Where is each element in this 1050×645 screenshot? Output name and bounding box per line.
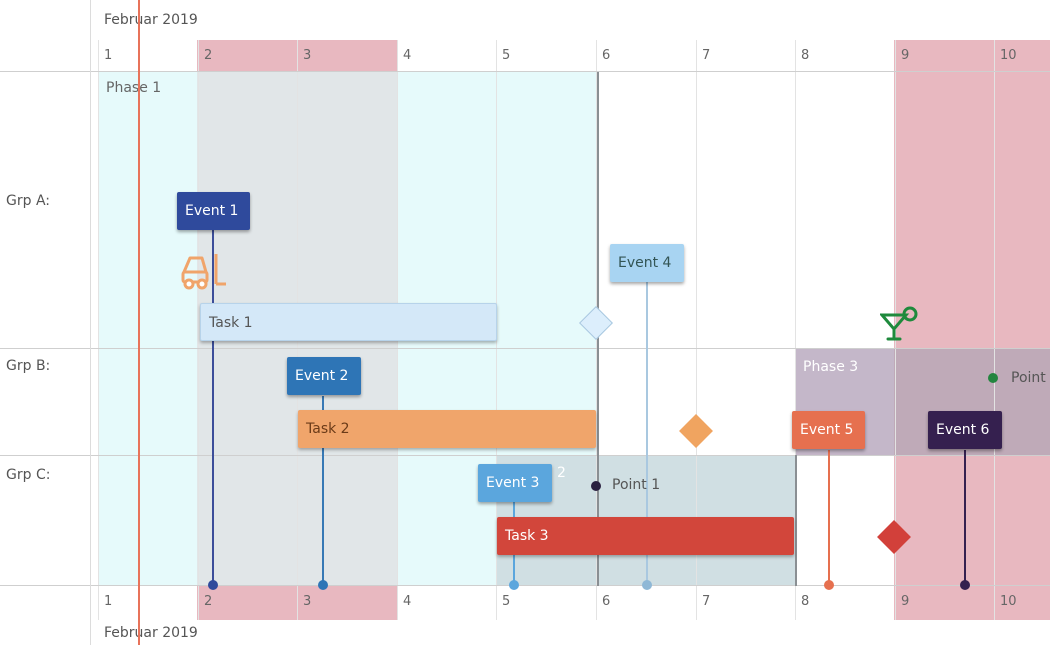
day-tick-bottom: 9 xyxy=(901,594,910,609)
grid-line-b-c xyxy=(0,455,1050,456)
day-tick-bottom: 3 xyxy=(303,594,312,609)
day-grid-line xyxy=(198,40,199,620)
group-label-c: Grp C: xyxy=(6,467,51,483)
day-tick-bottom: 10 xyxy=(1000,594,1017,609)
day-grid-line xyxy=(696,40,697,620)
event-5-anchor-dot xyxy=(824,580,834,590)
event-3-anchor-dot xyxy=(509,580,519,590)
forklift-icon xyxy=(180,250,228,290)
day-grid-line xyxy=(994,40,995,620)
phase-2-label-fragment: 2 xyxy=(557,465,566,481)
event-6-label[interactable]: Event 6 xyxy=(928,411,1002,449)
event-6-stem xyxy=(964,450,966,586)
day-tick-top: 3 xyxy=(303,48,312,63)
month-label-bottom: Februar 2019 xyxy=(104,625,198,641)
point-2-marker[interactable] xyxy=(988,373,998,383)
grid-line-footer xyxy=(0,585,1050,586)
point-1-marker[interactable] xyxy=(591,481,601,491)
day-tick-bottom: 2 xyxy=(204,594,213,609)
day-tick-bottom: 8 xyxy=(801,594,810,609)
today-line xyxy=(138,0,140,645)
milestone-diamond-grp-b[interactable] xyxy=(679,414,713,448)
day-tick-top: 5 xyxy=(502,48,511,63)
event-2-label[interactable]: Event 2 xyxy=(287,357,361,395)
day-tick-top: 6 xyxy=(602,48,611,63)
phase-2-end-line xyxy=(795,455,797,586)
day-tick-bottom: 1 xyxy=(104,594,113,609)
grid-line-header xyxy=(0,71,1050,72)
event-6-anchor-dot xyxy=(960,580,970,590)
left-axis-border xyxy=(90,0,91,645)
day-tick-top: 4 xyxy=(403,48,412,63)
event-3-label[interactable]: Event 3 xyxy=(478,464,552,502)
day-tick-bottom: 4 xyxy=(403,594,412,609)
day-tick-top: 7 xyxy=(702,48,711,63)
phase-1-label: Phase 1 xyxy=(106,80,162,96)
day-tick-top: 9 xyxy=(901,48,910,63)
cocktail-icon xyxy=(878,305,920,345)
grid-line-a-b xyxy=(0,348,1050,349)
month-label-top: Februar 2019 xyxy=(104,12,198,28)
group-label-b: Grp B: xyxy=(6,358,51,374)
day-tick-bottom: 7 xyxy=(702,594,711,609)
day-tick-bottom: 5 xyxy=(502,594,511,609)
event-1-label[interactable]: Event 1 xyxy=(177,192,250,230)
point-2-label: Point xyxy=(1011,370,1046,386)
task-2-bar[interactable]: Task 2 xyxy=(298,410,596,448)
day-tick-top: 2 xyxy=(204,48,213,63)
event-4-stem xyxy=(646,282,648,586)
event-2-anchor-dot xyxy=(318,580,328,590)
event-1-anchor-dot xyxy=(208,580,218,590)
task-3-bar[interactable]: Task 3 xyxy=(497,517,794,555)
task-1-bar[interactable]: Task 1 xyxy=(200,303,497,341)
event-2-stem xyxy=(322,396,324,586)
day-tick-bottom: 6 xyxy=(602,594,611,609)
event-5-label[interactable]: Event 5 xyxy=(792,411,865,449)
weekend-band-header-top-2 xyxy=(894,40,1050,72)
day-grid-line xyxy=(98,40,99,620)
event-4-anchor-dot xyxy=(642,580,652,590)
weekend-band-right xyxy=(894,72,1050,586)
day-grid-line xyxy=(795,40,796,620)
event-4-label[interactable]: Event 4 xyxy=(610,244,684,282)
weekend-band-header-bottom-2 xyxy=(894,586,1050,620)
point-1-label: Point 1 xyxy=(612,477,661,493)
group-label-a: Grp A: xyxy=(6,193,50,209)
phase-3-label: Phase 3 xyxy=(803,359,859,375)
day-tick-top: 8 xyxy=(801,48,810,63)
event-1-stem xyxy=(212,230,214,586)
day-tick-top: 10 xyxy=(1000,48,1017,63)
event-5-stem xyxy=(828,450,830,586)
day-tick-top: 1 xyxy=(104,48,113,63)
